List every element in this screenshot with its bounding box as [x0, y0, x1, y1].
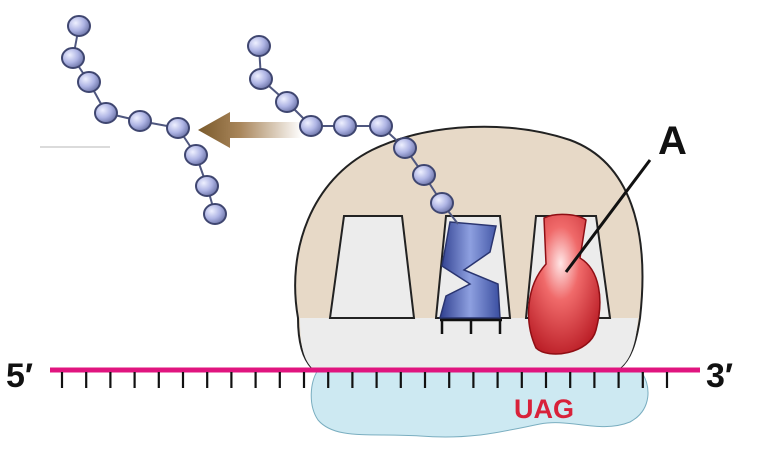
- amino-acid-bead: [203, 203, 227, 225]
- amino-acid-bead: [166, 117, 190, 139]
- amino-acid-bead: [275, 91, 299, 113]
- label-three-prime: 3′: [706, 357, 733, 395]
- amino-acid-bead: [249, 68, 273, 90]
- trna-shape: [439, 221, 501, 319]
- amino-acid-bead: [333, 115, 357, 137]
- release-factor-shape: [527, 213, 601, 355]
- polypeptide-chain: [61, 15, 459, 225]
- amino-acid-bead: [67, 15, 91, 37]
- label-codon: UAG: [514, 394, 574, 424]
- amino-acid-bead: [412, 164, 436, 186]
- label-five-prime: 5′: [6, 357, 33, 395]
- amino-acid-bead: [94, 102, 118, 124]
- small-ribosomal-subunit: [310, 369, 649, 438]
- amino-acid-bead: [393, 137, 417, 159]
- trna-anticodon: [440, 318, 502, 334]
- e-site-slot: [328, 215, 416, 319]
- amino-acid-bead: [184, 144, 208, 166]
- left-arrow: [198, 112, 302, 148]
- label-a-pointer: [564, 159, 652, 273]
- amino-acid-bead: [128, 110, 152, 132]
- amino-acid-bead: [77, 71, 101, 93]
- label-a: A: [658, 119, 687, 163]
- amino-acid-bead: [369, 115, 393, 137]
- amino-acid-bead: [299, 115, 323, 137]
- amino-acid-bead: [430, 192, 454, 214]
- amino-acid-bead: [61, 47, 85, 69]
- amino-acid-bead: [195, 175, 219, 197]
- mrna-ticks: [60, 372, 669, 388]
- amino-acid-bead: [247, 35, 271, 57]
